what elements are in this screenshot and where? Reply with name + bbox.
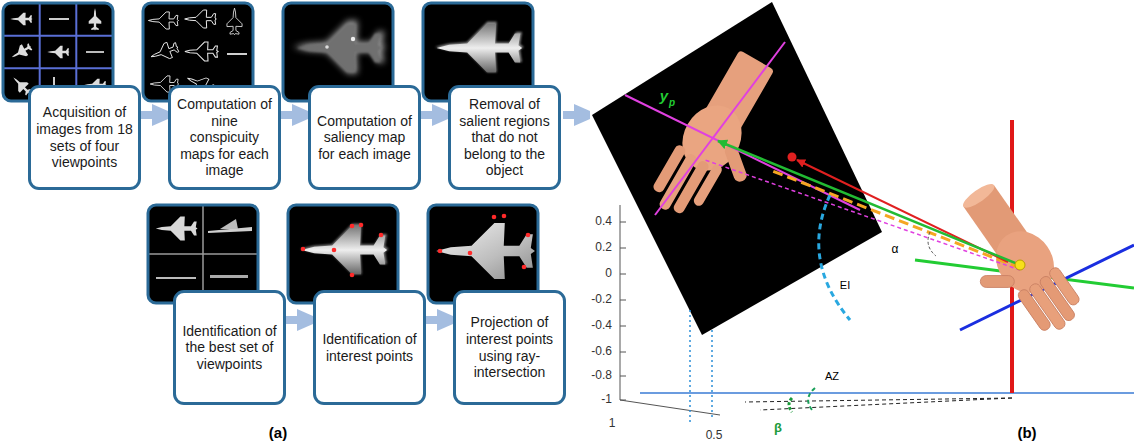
process-box: Projection of interest points using ray-… (453, 290, 566, 405)
alpha-arc (928, 232, 936, 256)
axis-tick: -0.2 (591, 293, 612, 306)
axis-tick: 0.4 (595, 215, 612, 228)
thumb-frame (288, 205, 398, 303)
angle-label: AZ (825, 370, 839, 382)
box-label: Identification of interest points (321, 331, 418, 364)
axis-tick: -0.8 (591, 369, 612, 382)
axis-subscript: p (669, 97, 675, 108)
axis-tick: -0.4 (591, 319, 612, 332)
interest-points (301, 223, 384, 278)
saliency-glow (435, 22, 524, 72)
plane-model (436, 223, 535, 279)
flow-arrow (281, 111, 308, 119)
plane-saliency (302, 226, 388, 275)
flow-arrow (426, 316, 453, 324)
saliency-core (297, 24, 383, 73)
axis-tick: 1 (609, 417, 616, 430)
edge-map-line (227, 53, 247, 55)
floor-line (640, 392, 1134, 394)
process-box: Computation of nine conspicuity maps for… (168, 85, 281, 190)
plane-axis (625, 95, 860, 210)
green-ray (718, 141, 1020, 265)
floor-edge (620, 400, 720, 415)
box-label: Projection of interest points using ray-… (461, 314, 558, 380)
azimuth-ray (760, 398, 1012, 410)
box-label: Acquisition of images from 18 sets of fo… (36, 104, 133, 170)
salient-spot (351, 37, 355, 41)
axis-name: y (660, 88, 668, 105)
angle-label: β (774, 421, 782, 435)
thumb-frame (428, 205, 538, 303)
box-label: Removal of salient regions that do not b… (456, 96, 553, 179)
grid-lines (148, 205, 258, 303)
model-center (1015, 260, 1025, 270)
thumbnail-best-views (148, 205, 258, 303)
axis-tick: 0.5 (706, 429, 723, 442)
angle-label: EI (840, 279, 850, 291)
panel-label: (a) (269, 425, 287, 442)
panel-label: (b) (1017, 425, 1036, 442)
plane-view (156, 277, 196, 279)
drop-line (711, 330, 713, 418)
box-label: Computation of nine conspicuity maps for… (176, 96, 273, 179)
process-box: Identification of interest points (313, 290, 426, 405)
thumb-frame (148, 205, 258, 303)
flow-arrow (286, 316, 313, 324)
thumbnail-projection (428, 205, 538, 303)
process-box: Removal of salient regions that do not b… (448, 85, 561, 190)
intersection-dot (788, 153, 797, 162)
angle-label: α (892, 243, 899, 256)
axis-ticks (620, 222, 626, 400)
process-box: Computation of saliency map for each ima… (308, 85, 421, 190)
plane-view (156, 217, 198, 241)
box-label: Identification of the best set of viewpo… (181, 323, 278, 373)
plane-axis (655, 42, 785, 215)
plane-view (210, 275, 248, 278)
interest-points (438, 214, 531, 270)
plane-saliency (437, 24, 522, 73)
axis-tick: -1 (601, 393, 612, 406)
projection-plane (592, 2, 882, 335)
axis-tick: -0.6 (591, 345, 612, 358)
box-label: Computation of saliency map for each ima… (316, 113, 413, 163)
z-axis (620, 205, 621, 400)
thumb-ground (288, 205, 398, 303)
thumbnail-interest-points (288, 205, 398, 303)
elevation-arc (819, 195, 850, 320)
magenta-ray (705, 160, 1020, 270)
orange-ray (770, 170, 1020, 268)
saliency-glow (293, 21, 386, 74)
saliency-glow (300, 224, 389, 274)
drop-line (689, 310, 691, 422)
azimuth-ray (745, 398, 1012, 402)
salient-spot (325, 45, 329, 49)
continue-arrow (563, 111, 590, 119)
axis-tick: 0 (605, 267, 612, 280)
flow-arrow (141, 111, 168, 119)
axis-tick: 0.2 (595, 241, 612, 254)
thumb-ground (428, 205, 538, 303)
azimuth-arc (808, 388, 815, 410)
thumb-ground (148, 205, 258, 303)
beta-arc (789, 398, 792, 412)
process-box: Identification of the best set of viewpo… (173, 290, 286, 405)
plane-view (220, 219, 238, 229)
process-box: Acquisition of images from 18 sets of fo… (28, 85, 141, 190)
flow-arrow (421, 111, 448, 119)
